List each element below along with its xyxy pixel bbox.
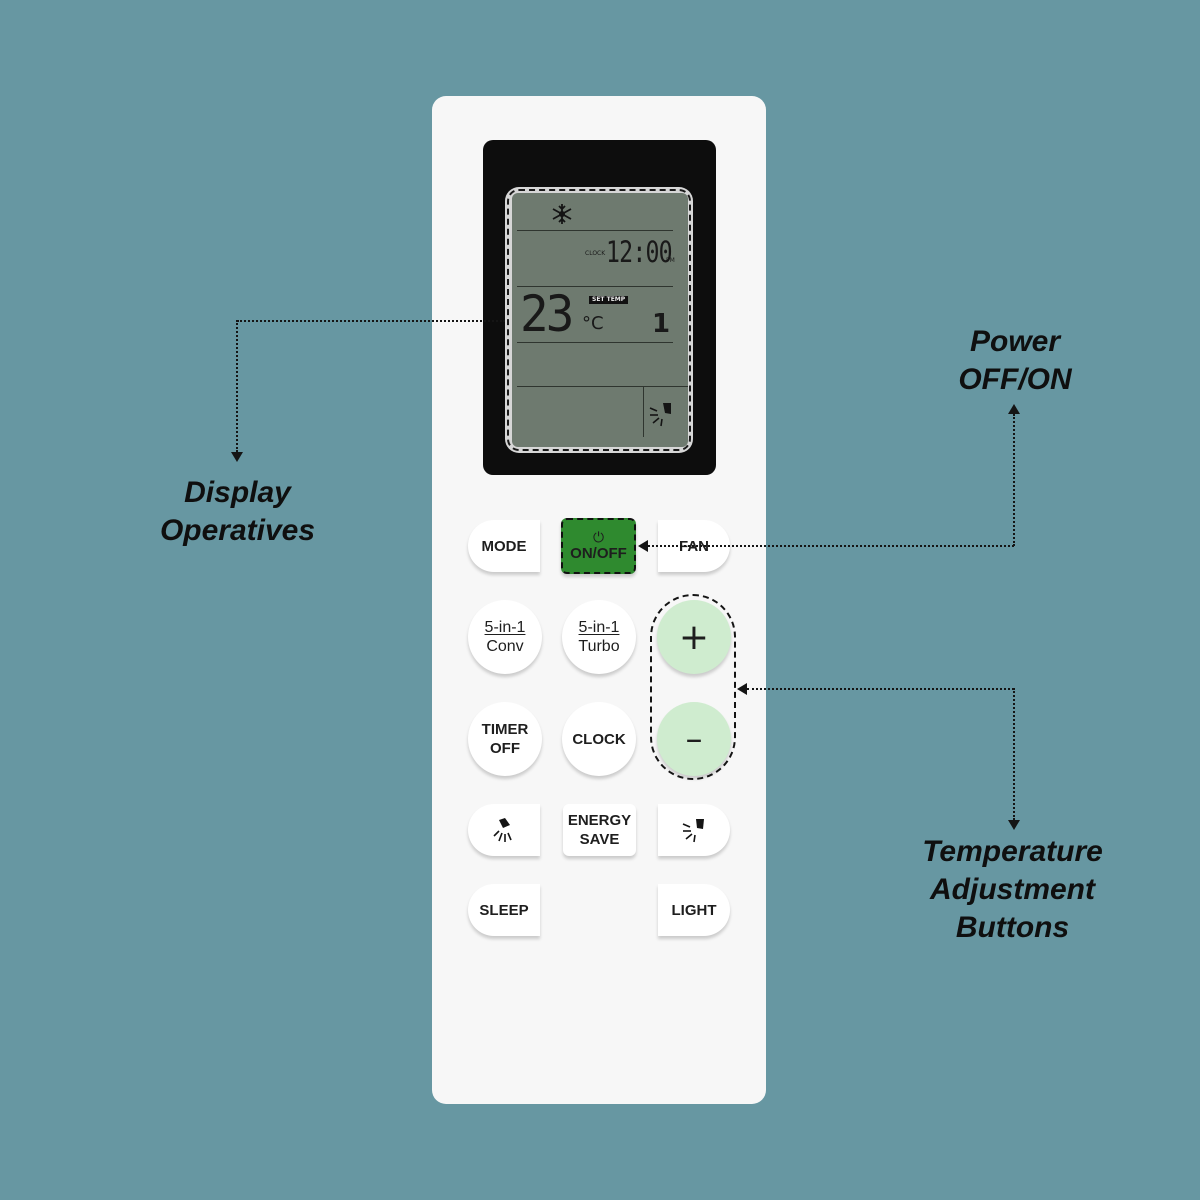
temp-callout-line1: Temperature <box>922 835 1103 868</box>
snowflake-icon <box>552 204 572 224</box>
horizontal-swing-button[interactable] <box>658 804 730 856</box>
lcd-divider-lower <box>517 342 673 343</box>
power-callout-line1: Power <box>969 325 1061 358</box>
fan-speed-indicator: 1 <box>652 309 671 339</box>
energy-label: ENERGY <box>567 812 632 829</box>
swing-icon <box>649 403 671 427</box>
on-off-label: ON/OFF <box>570 545 627 562</box>
temp-callout-line2: Adjustment <box>930 873 1095 906</box>
pm-label: PM <box>666 257 675 264</box>
display-callout-label: Display Operatives <box>130 474 345 550</box>
power-callout-arrow-up <box>1008 404 1020 414</box>
vertical-swing-icon <box>493 818 512 842</box>
temp-callout-line-vertical <box>1013 688 1015 820</box>
display-callout-line1: Display <box>184 476 291 509</box>
set-temp-badge: SET TEMP <box>589 296 629 304</box>
turbo-top-label: 5-in-1 <box>578 619 620 636</box>
light-button[interactable]: LIGHT <box>658 884 730 936</box>
conv-top-label: 5-in-1 <box>484 619 526 636</box>
temp-callout-arrow-left <box>737 683 747 695</box>
power-callout-label: Power OFF/ON <box>920 323 1110 399</box>
display-callout-line-vertical <box>236 320 238 452</box>
power-icon: ⏻ <box>592 530 605 546</box>
timer-label: TIMER <box>481 721 529 738</box>
turbo-button[interactable]: 5-in-1 Turbo <box>562 600 636 674</box>
conv-button[interactable]: 5-in-1 Conv <box>468 600 542 674</box>
horizontal-swing-icon <box>682 819 704 843</box>
clock-label: CLOCK <box>585 250 606 257</box>
lcd-divider-bottom <box>517 386 688 387</box>
display-callout-line-horizontal <box>237 320 505 322</box>
temp-callout-arrow-down <box>1008 820 1020 830</box>
vertical-swing-button[interactable] <box>468 804 540 856</box>
power-callout-line-horizontal <box>648 545 1014 547</box>
lcd-display <box>512 193 688 447</box>
turbo-bottom-label: Turbo <box>578 638 620 655</box>
lcd-divider-vertical <box>643 386 644 437</box>
display-callout-line2: Operatives <box>159 514 316 547</box>
off-label: OFF <box>490 740 520 757</box>
sleep-button[interactable]: SLEEP <box>468 884 540 936</box>
save-label: SAVE <box>579 831 620 848</box>
power-callout-line-vertical <box>1013 414 1015 546</box>
conv-bottom-label: Conv <box>486 638 524 655</box>
temp-callout-line3: Buttons <box>955 911 1070 944</box>
clock-button[interactable]: CLOCK <box>562 702 636 776</box>
power-callout-line2: OFF/ON <box>958 363 1072 396</box>
on-off-button[interactable]: ⏻ ON/OFF <box>561 518 636 574</box>
energy-save-button[interactable]: ENERGY SAVE <box>563 804 636 856</box>
display-callout-arrow <box>231 452 243 462</box>
temp-buttons-highlight-outline <box>650 594 736 780</box>
timer-off-button[interactable]: TIMER OFF <box>468 702 542 776</box>
clock-time: 12:00 <box>606 235 673 269</box>
power-callout-arrow-left <box>638 540 648 552</box>
temp-callout-line-horizontal <box>747 688 1014 690</box>
temperature-unit: °C <box>582 313 604 334</box>
mode-button[interactable]: MODE <box>468 520 540 572</box>
temp-callout-label: Temperature Adjustment Buttons <box>880 833 1145 947</box>
lcd-divider-middle <box>517 286 673 287</box>
temperature-readout: 23 <box>520 285 574 343</box>
lcd-divider-top <box>517 230 673 231</box>
